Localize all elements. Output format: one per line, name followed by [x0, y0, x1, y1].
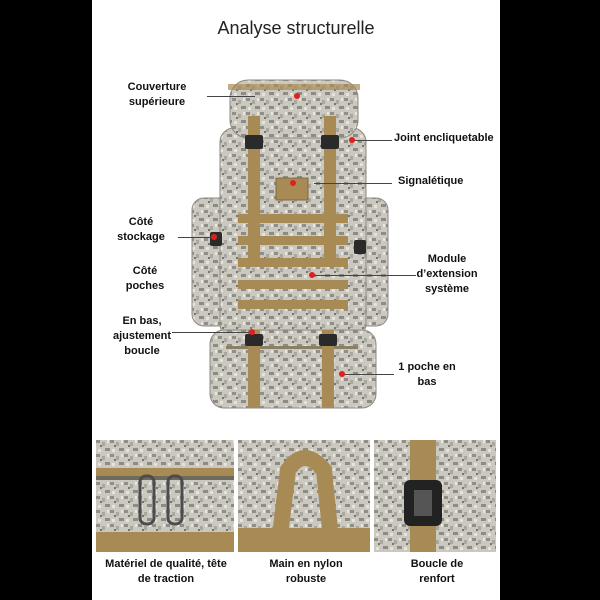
- label-joint: Joint encliquetable: [394, 132, 494, 144]
- detail-zipper-image: [96, 440, 234, 552]
- label-couverture: Couverture supérieure: [127, 81, 187, 108]
- page-title: Analyse structurelle: [217, 18, 375, 38]
- label-cote-poches: Côté poches: [125, 265, 165, 292]
- caption-handle: Main en nylon robuste: [269, 558, 343, 585]
- detail-handle-image: [238, 440, 370, 552]
- label-cote-stockage: Côté stockage: [117, 216, 165, 243]
- product-infographic: Analyse structurelle: [92, 0, 500, 600]
- label-module: Module d’extension système: [416, 253, 478, 295]
- caption-zipper: Matériel de qualité, tête de traction: [105, 558, 227, 585]
- label-poche: 1 poche en bas: [398, 361, 456, 388]
- label-en-bas: En bas, ajustement boucle: [112, 315, 172, 357]
- label-signaletique: Signalétique: [398, 175, 464, 187]
- detail-buckle-image: [374, 440, 496, 552]
- backpack-image: [191, 79, 389, 409]
- caption-buckle: Boucle de renfort: [410, 558, 464, 585]
